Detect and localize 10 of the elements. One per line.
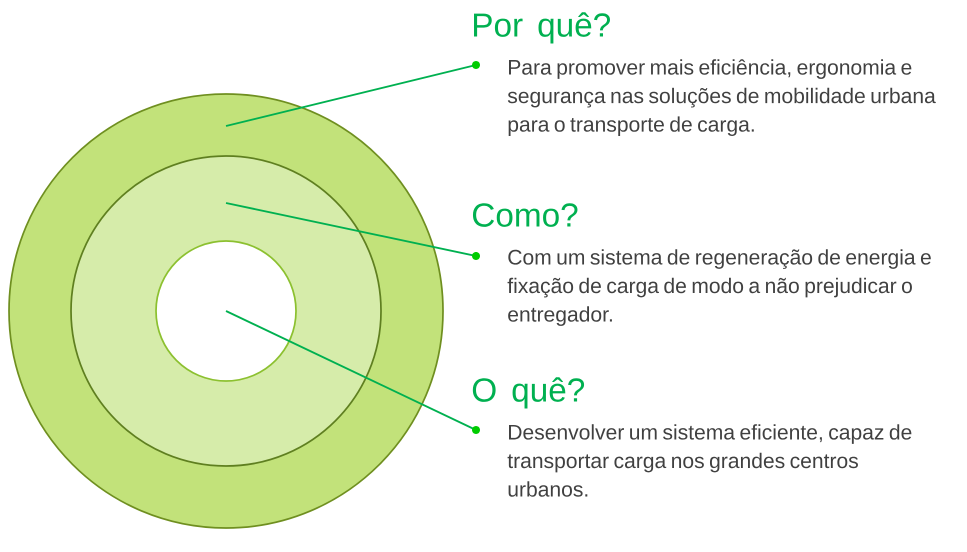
description: Desenvolver um sistema eficiente, capaz de transportar carga nos grandes centros urbanos. bbox=[508, 424, 912, 497]
heading: Por quê? bbox=[474, 12, 610, 44]
leader-line bbox=[226, 202, 480, 260]
ring bbox=[155, 240, 297, 382]
leader-line bbox=[226, 310, 480, 434]
leader-line bbox=[226, 61, 480, 127]
description: Para promover mais eficiência, ergonomia e segurança nas soluções de mobilidade urbana para o transporte de carga. bbox=[508, 59, 936, 136]
heading: O quê? bbox=[472, 377, 584, 408]
description: Com um sistema de regeneração de energia e fixação de carga de modo a não prejudicar o entregador. bbox=[508, 249, 931, 326]
heading: Como? bbox=[472, 203, 578, 227]
